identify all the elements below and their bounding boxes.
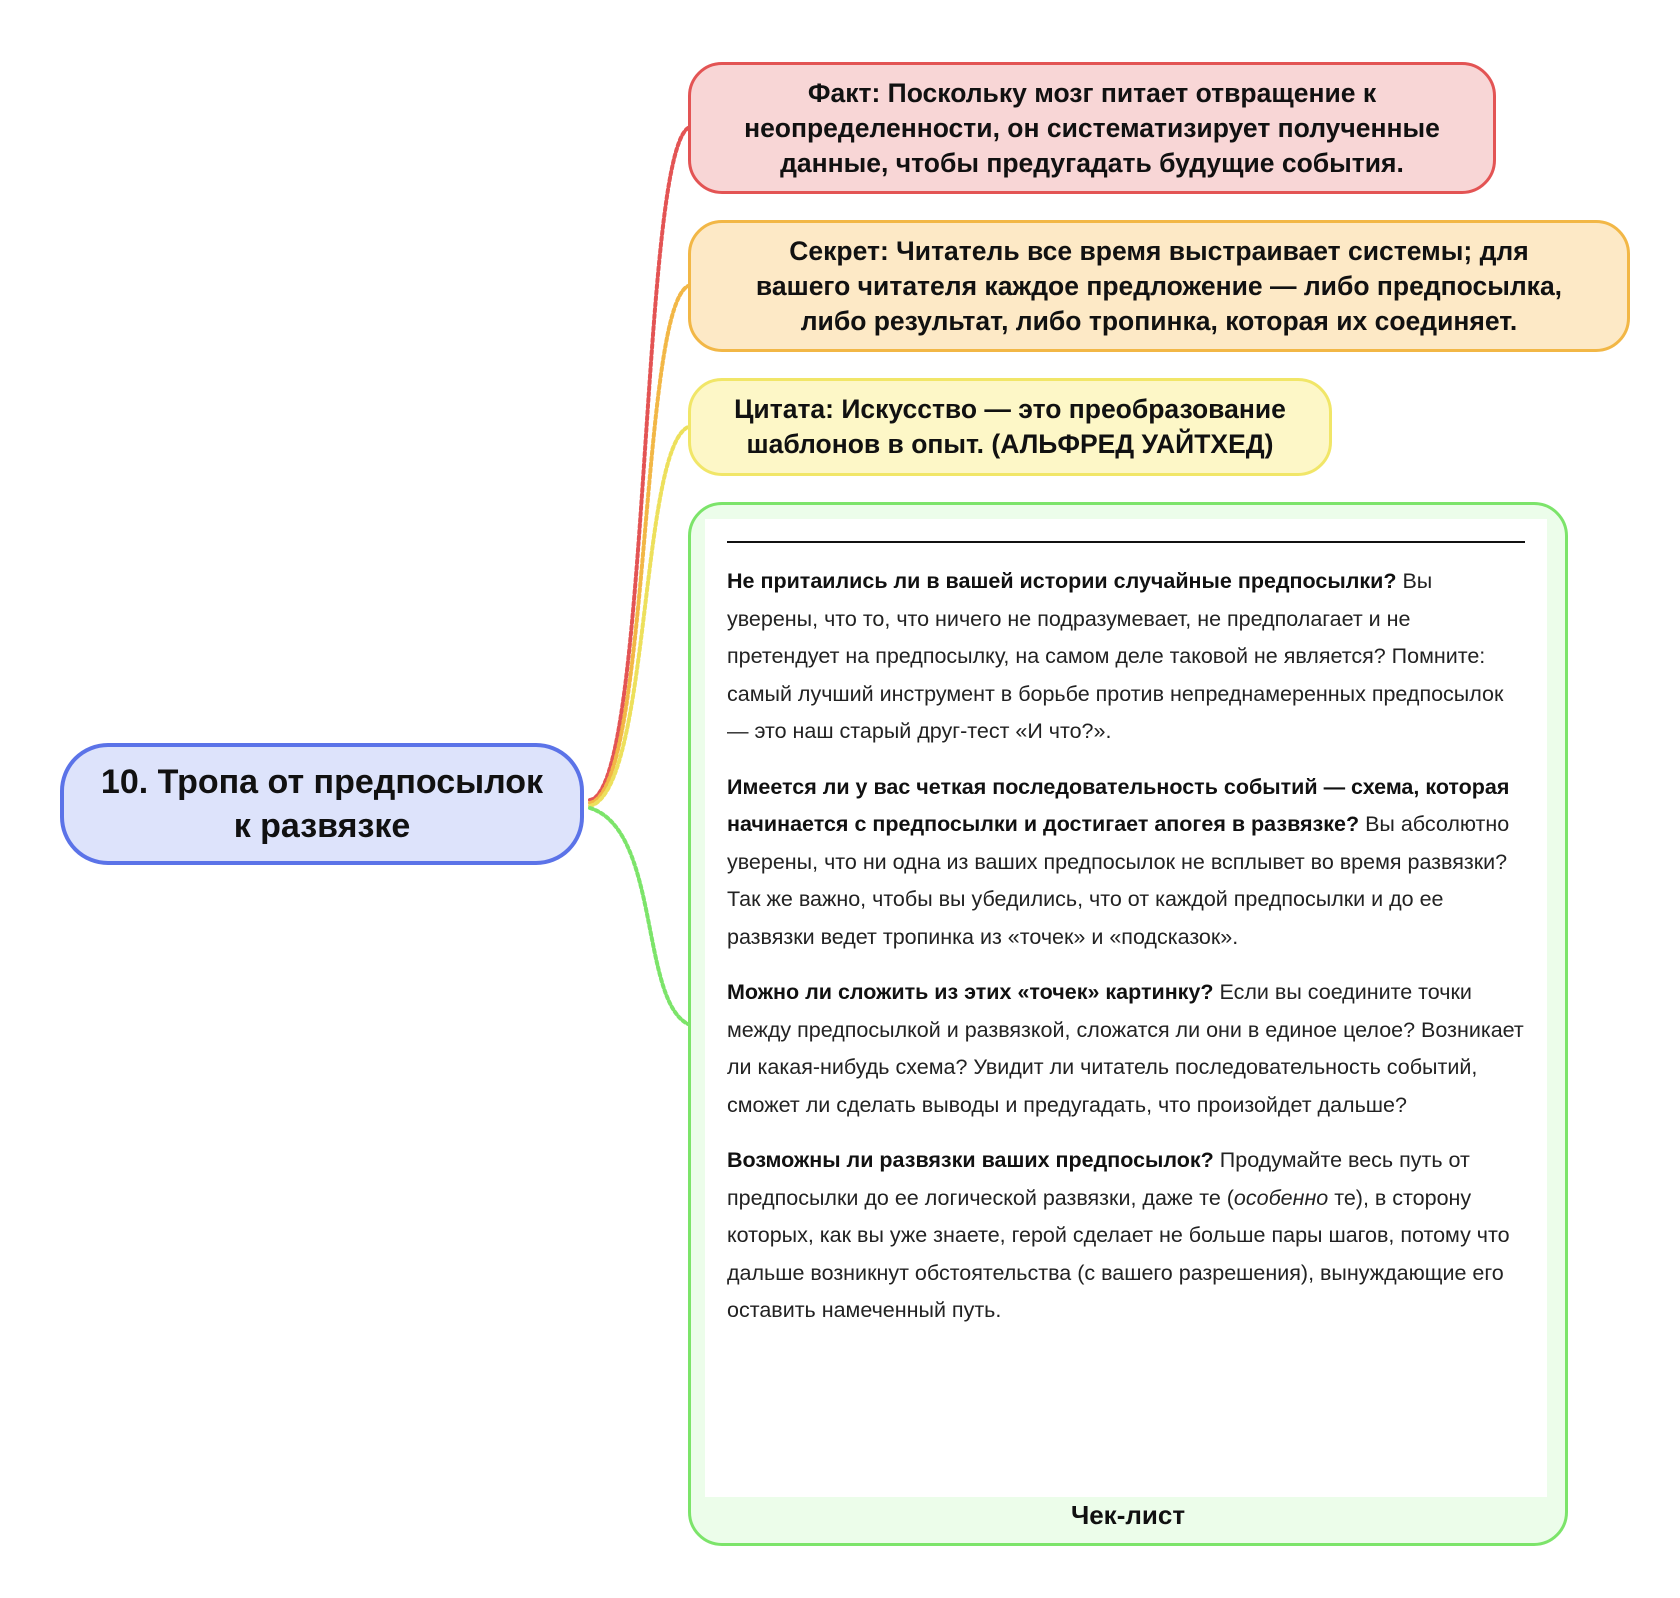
checklist-item-4-emphasis: особенно — [1233, 1185, 1329, 1210]
checklist-top-rule — [727, 541, 1525, 543]
checklist-item-2-text: Вы абсолютно уверены, что ни одна из ваш… — [727, 812, 1510, 949]
root-topic-label: 10. Тропа от предпосылок к развязке — [101, 760, 543, 848]
connector-checklist — [588, 806, 690, 1026]
quote-line-2: шаблонов в опыт. (АЛЬФРЕД УАЙТХЕД) — [746, 429, 1274, 459]
connector-fact — [588, 126, 690, 802]
checklist-item-4-text-before: Продумайте весь путь от предпосылки до е… — [727, 1148, 1470, 1210]
quote-node[interactable]: Цитата: Искусство — это преобразование ш… — [688, 378, 1332, 476]
secret-line-1: Секрет: Читатель все время выстраивает с… — [789, 235, 1529, 266]
root-topic-line-1: 10. Тропа от предпосылок — [100, 763, 544, 801]
checklist-item-1-question: Не притаились ли в вашей истории случайн… — [727, 569, 1397, 593]
fact-text: Факт: Поскольку мозг питает отвращение к… — [744, 76, 1440, 181]
checklist-item-4-question: Возможны ли развязки ваших предпосылок? — [727, 1148, 1214, 1172]
quote-line-1: Цитата: Искусство — это преобразование — [734, 394, 1286, 424]
checklist-caption: Чек-лист — [1070, 1500, 1186, 1530]
secret-line-3: либо результат, либо тропинка, которая и… — [800, 305, 1518, 336]
checklist-item-4-text-after: те), в сторону которых, как вы уже знает… — [727, 1185, 1510, 1323]
checklist-page-image: Не притаились ли в вашей истории случайн… — [705, 519, 1547, 1497]
fact-line-2: неопределенности, он систематизирует пол… — [744, 112, 1440, 143]
checklist-item-1-text: Вы уверены, что то, что ничего не подраз… — [727, 569, 1504, 743]
checklist-item-1: Не притаились ли в вашей истории случайн… — [727, 563, 1525, 751]
checklist-item-4: Возможны ли развязки ваших предпосылок? … — [727, 1142, 1525, 1330]
fact-node[interactable]: Факт: Поскольку мозг питает отвращение к… — [688, 62, 1496, 194]
checklist-item-3: Можно ли сложить из этих «точек» картинк… — [727, 974, 1525, 1124]
root-topic-node[interactable]: 10. Тропа от предпосылок к развязке — [60, 743, 584, 865]
checklist-item-3-text: Если вы соедините точки между предпосылк… — [727, 980, 1524, 1117]
connector-secret — [588, 284, 690, 805]
checklist-node[interactable]: Не притаились ли в вашей истории случайн… — [688, 502, 1568, 1546]
checklist-item-2-question: Имеется ли у вас четкая последовательнос… — [727, 774, 1510, 837]
checklist-item-2: Имеется ли у вас четкая последовательнос… — [727, 769, 1525, 957]
fact-line-1: Факт: Поскольку мозг питает отвращение к — [807, 77, 1377, 108]
connector-quote — [588, 425, 690, 808]
root-topic-line-2: к развязке — [233, 807, 411, 845]
fact-line-3: данные, чтобы предугадать будущие событи… — [780, 147, 1404, 178]
secret-node[interactable]: Секрет: Читатель все время выстраивает с… — [688, 220, 1630, 352]
quote-text: Цитата: Искусство — это преобразование ш… — [734, 392, 1286, 462]
secret-line-2: вашего читателя каждое предложение — либ… — [755, 270, 1563, 301]
secret-text: Секрет: Читатель все время выстраивает с… — [756, 234, 1562, 339]
checklist-item-3-question: Можно ли сложить из этих «точек» картинк… — [727, 980, 1214, 1004]
